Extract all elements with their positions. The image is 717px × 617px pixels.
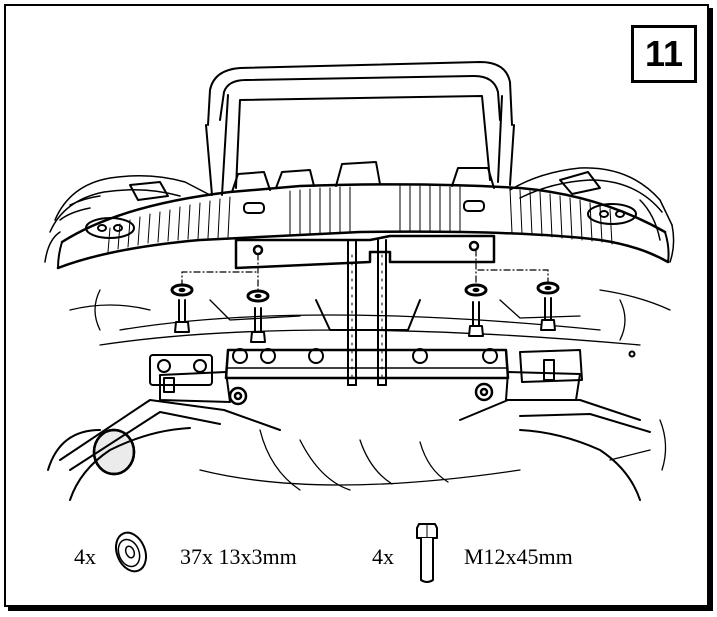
bolt-icon (416, 523, 438, 583)
right-chassis-mount (519, 349, 636, 383)
tailgate-outline (205, 61, 515, 196)
exhaust-muffler (47, 428, 136, 476)
washer-bolt-right-outer (536, 281, 560, 331)
bolt-guide-lines (181, 249, 549, 291)
tow-bar-crossbar (159, 299, 581, 406)
bolt-spec: M12x45mm (464, 544, 573, 569)
washer-quantity: 4x (74, 544, 96, 569)
bumper-beam (56, 161, 670, 270)
step-number-badge: 11 (631, 25, 697, 83)
chassis-arms (59, 399, 651, 501)
right-quarter-panel (509, 167, 675, 263)
bolt-quantity: 4x (372, 544, 394, 569)
underbody-floor (69, 289, 671, 491)
washer-icon (115, 531, 147, 573)
left-chassis-mount (149, 354, 213, 393)
step-number: 11 (644, 33, 684, 74)
washer-spec: 37x 13x3mm (180, 544, 297, 569)
washer-bolt-right-inner (464, 283, 488, 337)
center-drawbar-rails (347, 239, 387, 386)
washer-bolt-left-inner (246, 289, 270, 343)
mounting-bracket-plate (234, 234, 496, 270)
washer-bolt-left-outer (170, 283, 194, 333)
left-quarter-panel (44, 175, 211, 263)
